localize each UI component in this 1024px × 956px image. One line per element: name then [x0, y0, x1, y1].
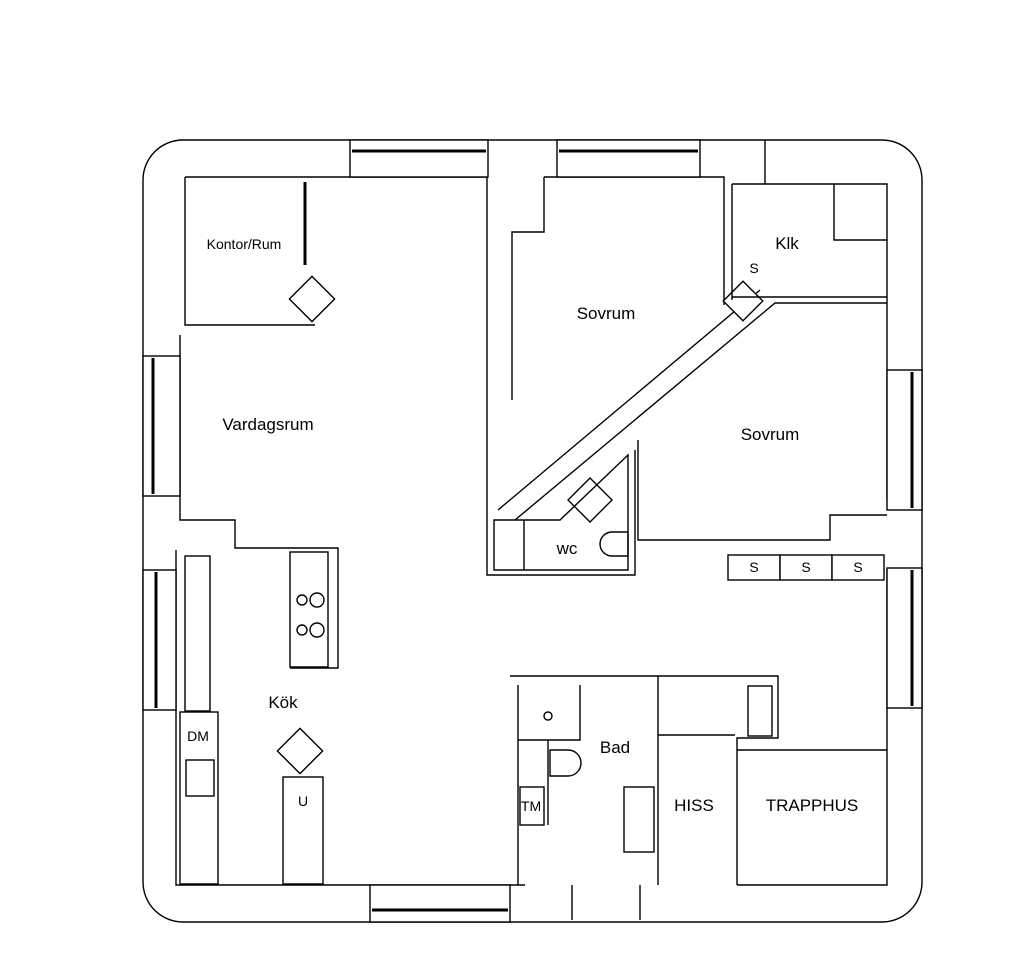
wardrobe-label: S: [853, 559, 862, 575]
room-label-stairwell: TRAPPHUS: [766, 796, 859, 815]
room-label-elevator: HISS: [674, 796, 714, 815]
inner-wall: [175, 176, 888, 886]
dishwasher-label: DM: [187, 728, 209, 744]
room-label-bedroom-2: Sovrum: [741, 425, 800, 444]
room-label-bedroom-1: Sovrum: [577, 304, 636, 323]
room-label-closet: Klk: [775, 234, 799, 253]
wardrobes: [727, 554, 885, 581]
room-label-bath: Bad: [600, 738, 630, 757]
room-label-kitchen: Kök: [268, 693, 298, 712]
room-label-office: Kontor/Rum: [207, 236, 282, 252]
room-label-living: Vardagsrum: [222, 415, 313, 434]
windows: [142, 139, 923, 923]
oven-label: U: [298, 793, 308, 809]
wardrobe-label: S: [749, 559, 758, 575]
outer-wall: [142, 139, 923, 923]
washer-label: TM: [521, 798, 541, 814]
diagonal-wall: [497, 289, 887, 541]
kitchen-fixtures: [179, 551, 329, 885]
wardrobe-label: S: [801, 559, 810, 575]
closet-storage-label: S: [749, 260, 758, 276]
room-label-wc: wc: [556, 539, 578, 558]
